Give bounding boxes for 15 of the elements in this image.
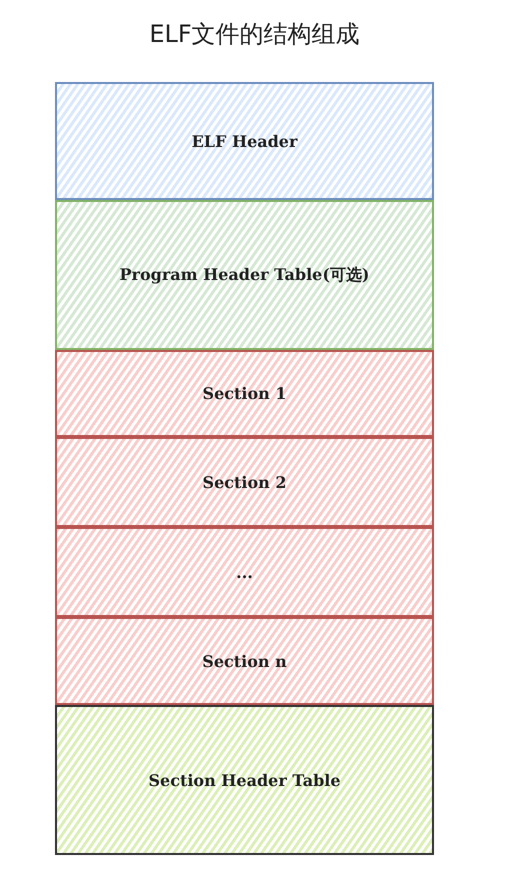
segment-label: ELF Header	[192, 132, 298, 150]
segment-label: ...	[236, 562, 253, 582]
segment-label: Section 1	[202, 384, 286, 403]
segment-box	[55, 437, 434, 527]
segment-box	[55, 200, 434, 350]
segment-label: Section n	[202, 652, 287, 670]
diagram-title: ELF文件的结构组成	[148, 19, 361, 50]
segment-box	[55, 527, 434, 617]
segment-box	[55, 82, 434, 200]
segment-box	[55, 617, 434, 705]
segment-label: Section Header Table	[148, 770, 341, 790]
segment-box	[55, 350, 434, 437]
segment-label: Section 2	[202, 472, 286, 492]
segment-label: Program Header Table(可选)	[120, 264, 370, 286]
segment-box	[55, 705, 434, 855]
